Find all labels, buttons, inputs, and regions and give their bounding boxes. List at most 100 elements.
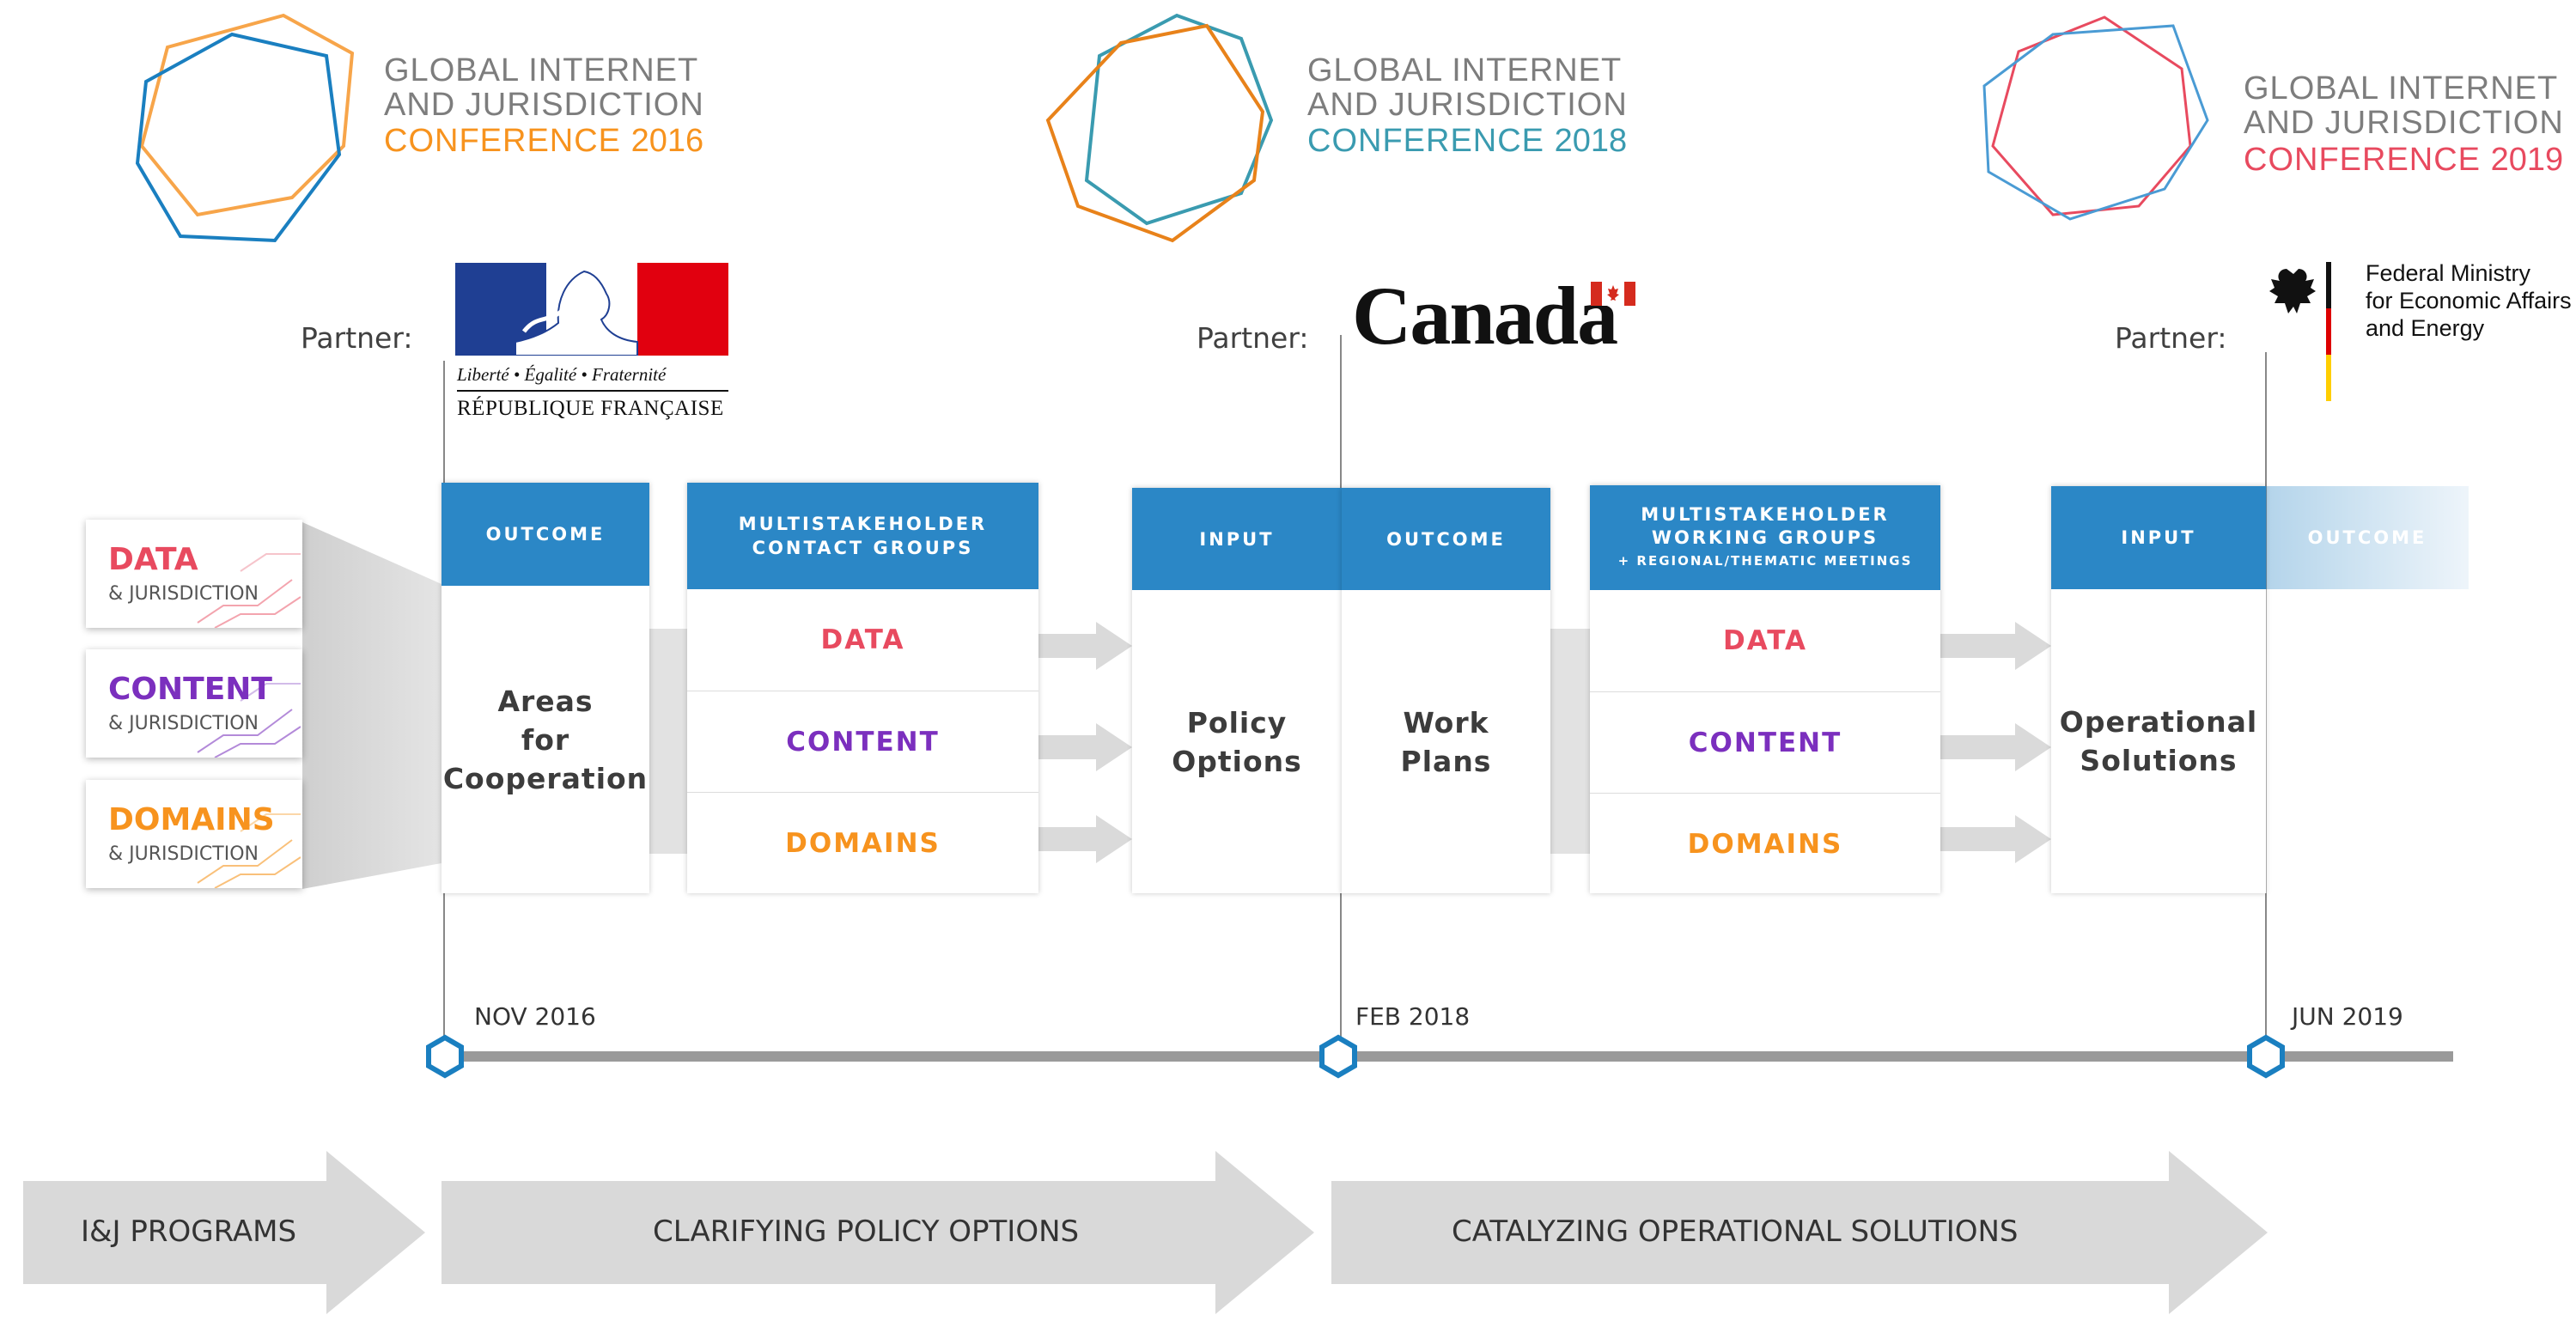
program-card-domains[interactable]: DOMAINS & JURISDICTION xyxy=(86,780,302,888)
timeline-date: NOV 2016 xyxy=(474,1002,596,1031)
box-header: INPUT xyxy=(1132,488,1342,590)
france-name: RÉPUBLIQUE FRANÇAISE xyxy=(457,397,724,420)
conference-title-line2: AND JURISDICTION xyxy=(384,87,704,123)
box-header: OUTCOME xyxy=(442,483,649,586)
program-title: CONTENT xyxy=(108,672,272,707)
timeline-node-icon[interactable] xyxy=(2244,1034,2288,1079)
outcome-box-future: OUTCOME xyxy=(2266,486,2469,893)
canada-flag-icon xyxy=(1591,282,1635,306)
box-header: OUTCOME xyxy=(2266,486,2469,589)
circuit-pattern-icon xyxy=(197,553,301,628)
program-title: DOMAINS xyxy=(108,802,275,837)
bridge-connector-1 xyxy=(649,629,687,854)
program-subtitle: & JURISDICTION xyxy=(108,843,259,865)
programs-funnel xyxy=(302,522,442,889)
contact-cell-data: DATA xyxy=(820,624,905,655)
box-body: Policy Options xyxy=(1132,590,1342,893)
working-groups-box[interactable]: MULTISTAKEHOLDER WORKING GROUPS + REGION… xyxy=(1590,485,1940,893)
program-card-data[interactable]: DATA & JURISDICTION xyxy=(86,520,302,628)
partner-label-germany: Partner: xyxy=(2115,321,2227,355)
box-header-line: MULTISTAKEHOLDER xyxy=(1641,504,1890,525)
box-header: MULTISTAKEHOLDER WORKING GROUPS + REGION… xyxy=(1590,485,1940,590)
germany-logo: Federal Ministry for Economic Affairs an… xyxy=(2268,258,2572,404)
circuit-pattern-icon xyxy=(197,813,301,888)
timeline-node-icon[interactable] xyxy=(1316,1034,1361,1079)
heptagon-logo-2016-icon xyxy=(135,13,355,243)
box-header-line: MULTISTAKEHOLDER xyxy=(738,514,988,534)
working-cell-domains: DOMAINS xyxy=(1590,793,1940,894)
program-subtitle: & JURISDICTION xyxy=(108,713,259,734)
france-motto: Liberté • Égalité • Fraternité xyxy=(457,364,667,385)
conference-word: CONFERENCE xyxy=(384,123,622,159)
box-body: Operational Solutions xyxy=(2051,589,2266,893)
phase-arrows xyxy=(23,1151,2268,1314)
germany-ministry-line1: Federal Ministry xyxy=(2366,260,2531,286)
heptagon-logo-2018-icon xyxy=(1045,13,1274,243)
canada-wordmark: Canada xyxy=(1352,270,1618,362)
box-text-line: Solutions xyxy=(2080,744,2238,777)
box-header-line: CONTACT GROUPS xyxy=(752,538,974,558)
box-body: Areas for Cooperation xyxy=(442,586,649,893)
conference-title-line3: CONFERENCE 2016 xyxy=(384,123,703,159)
program-subtitle: & JURISDICTION xyxy=(108,583,259,605)
conference-title-line2: AND JURISDICTION xyxy=(2244,105,2564,141)
box-body: Work Plans xyxy=(1342,590,1550,893)
box-text-line: for xyxy=(521,722,570,757)
box-header-line: WORKING GROUPS xyxy=(1651,527,1879,548)
box-text-line: Policy xyxy=(1186,705,1288,740)
conference-word: CONFERENCE xyxy=(2244,142,2482,178)
contact-cell-domains: DOMAINS xyxy=(687,792,1038,894)
germany-ministry-line3: and Energy xyxy=(2366,315,2485,341)
conference-year: 2019 xyxy=(2490,142,2564,178)
conference-title-line3: CONFERENCE 2018 xyxy=(1307,123,1627,159)
timeline-bar xyxy=(443,1051,2453,1062)
outcome-box-work-plans[interactable]: OUTCOME Work Plans xyxy=(1342,488,1550,893)
conference-title-line2: AND JURISDICTION xyxy=(1307,87,1628,123)
conference-year: 2016 xyxy=(630,123,704,159)
box-header: OUTCOME xyxy=(1342,488,1550,590)
outcome-box-areas-for-cooperation[interactable]: OUTCOME Areas for Cooperation xyxy=(442,483,649,893)
timeline-node-icon[interactable] xyxy=(423,1034,467,1079)
box-text-line: Operational xyxy=(2059,705,2258,739)
partner-label-canada: Partner: xyxy=(1197,321,1309,355)
conference-title-line1: GLOBAL INTERNET xyxy=(1307,52,1623,88)
milestone-line-2019 xyxy=(2265,352,2267,1062)
phase-label: I&J PROGRAMS xyxy=(81,1214,297,1249)
arrows-to-policy xyxy=(1038,622,1132,863)
france-logo: Liberté • Égalité • Fraternité RÉPUBLIQU… xyxy=(455,263,728,426)
bridge-connector-2 xyxy=(1550,629,1590,854)
contact-cell-content: CONTENT xyxy=(687,691,1038,793)
phase-label: CLARIFYING POLICY OPTIONS xyxy=(653,1214,1080,1249)
box-text-line: Cooperation xyxy=(442,761,649,795)
phase-arrow-1 xyxy=(23,1151,425,1314)
canada-logo: Canada xyxy=(1352,273,1644,359)
input-box-policy-options[interactable]: INPUT Policy Options xyxy=(1132,488,1342,893)
program-title: DATA xyxy=(108,542,198,577)
conference-year: 2018 xyxy=(1554,123,1628,159)
box-header: MULTISTAKEHOLDER CONTACT GROUPS xyxy=(687,483,1038,589)
phase-label: CATALYZING OPERATIONAL SOLUTIONS xyxy=(1452,1214,2019,1249)
box-text-line: Options xyxy=(1172,744,1302,778)
marianne-flag-icon xyxy=(455,263,728,356)
box-header-subline: + REGIONAL/THEMATIC MEETINGS xyxy=(1617,553,1913,569)
program-card-content[interactable]: CONTENT & JURISDICTION xyxy=(86,649,302,758)
box-text-line: Work xyxy=(1403,705,1489,740)
contact-groups-box[interactable]: MULTISTAKEHOLDER CONTACT GROUPS DATA CON… xyxy=(687,483,1038,893)
timeline-date: FEB 2018 xyxy=(1355,1002,1471,1031)
phase-arrow-3 xyxy=(1331,1151,2268,1314)
timeline-date: JUN 2019 xyxy=(2292,1002,2403,1031)
france-divider xyxy=(457,390,728,392)
arrows-to-operational xyxy=(1940,622,2051,863)
conference-title-line3: CONFERENCE 2019 xyxy=(2244,142,2563,178)
partner-label-france: Partner: xyxy=(301,321,413,355)
box-text-line: Areas xyxy=(497,684,594,718)
working-cell-content: CONTENT xyxy=(1590,691,1940,794)
working-cell-data: DATA xyxy=(1722,625,1808,656)
box-text-line: Plans xyxy=(1400,744,1492,778)
input-box-operational-solutions[interactable]: INPUT Operational Solutions xyxy=(2051,486,2266,893)
conference-title-line1: GLOBAL INTERNET xyxy=(384,52,699,88)
germany-ministry-line2: for Economic Affairs xyxy=(2366,288,2572,313)
heptagon-logo-2019-icon xyxy=(1982,15,2209,221)
conference-title-line1: GLOBAL INTERNET xyxy=(2244,70,2559,107)
